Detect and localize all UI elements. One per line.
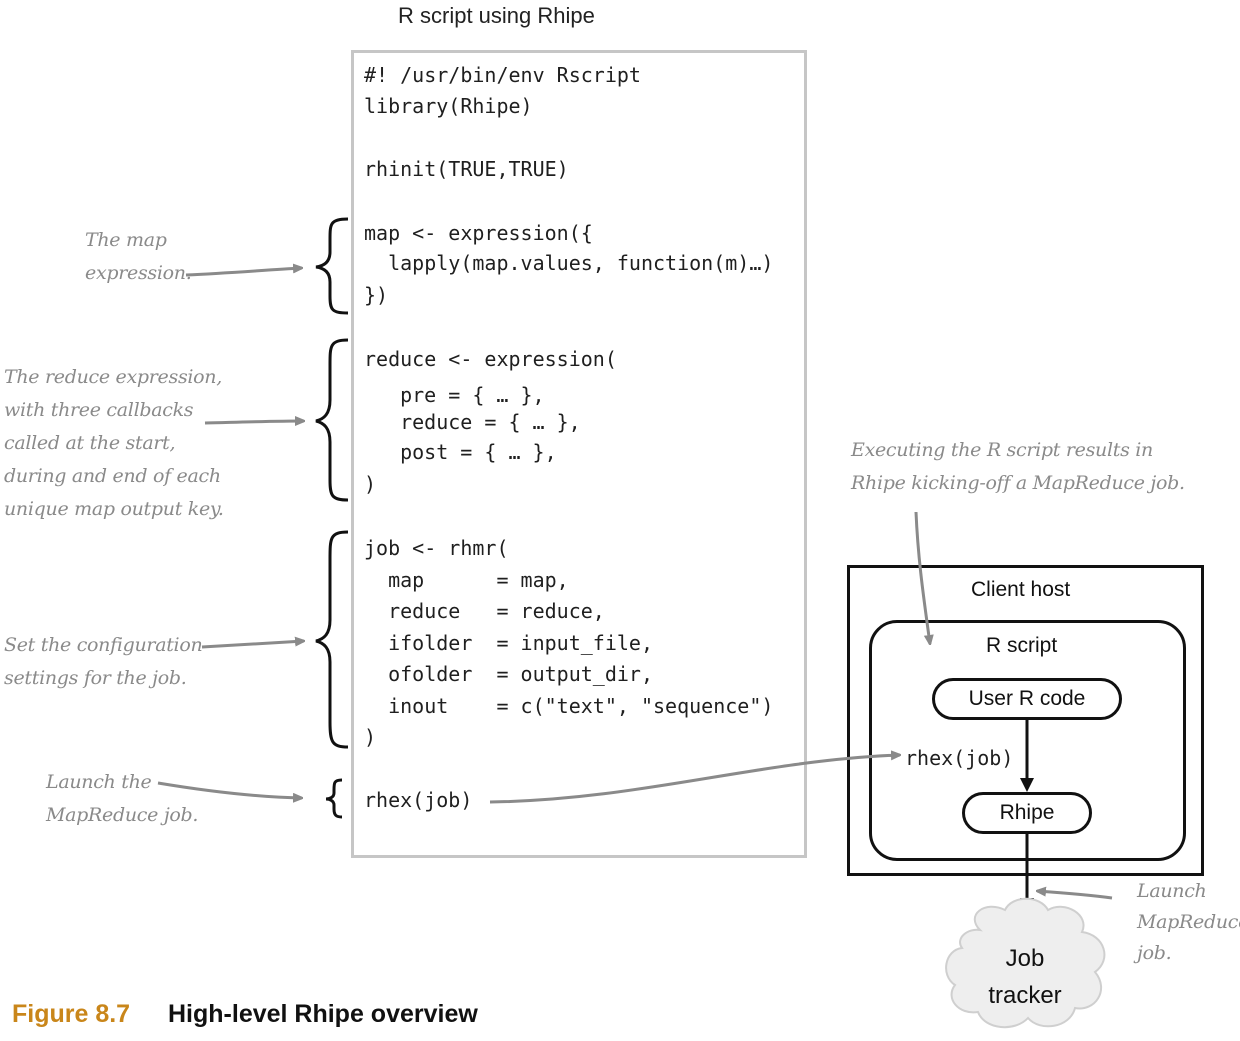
brace-job xyxy=(315,530,349,749)
job-tracker-label: Job tracker xyxy=(988,945,1062,1009)
arrow-map-annotation xyxy=(185,268,302,277)
code-line-job-end: ) xyxy=(364,725,377,749)
code-line-job-reduce: reduce = reduce, xyxy=(364,599,605,623)
brace-rhex xyxy=(325,778,343,819)
code-line-job-ofolder: ofolder = output_dir, xyxy=(364,662,653,686)
code-line-map: map <- expression({ xyxy=(364,221,593,245)
code-line-job-map: map = map, xyxy=(364,568,569,592)
arrow-launch-right xyxy=(1037,891,1113,900)
code-line-job-inout: inout = c("text", "sequence") xyxy=(364,694,774,718)
client-host-label: Client host xyxy=(971,578,1071,601)
code-line-job: job <- rhmr( xyxy=(364,536,509,560)
brace-reduce xyxy=(315,338,349,502)
brace-map xyxy=(315,217,349,315)
code-line-reduce-end: ) xyxy=(364,472,377,496)
arrow-launch-annotation xyxy=(157,781,302,798)
script-title: R script using Rhipe xyxy=(398,3,595,28)
code-line-lapply: lapply(map.values, function(m)…) xyxy=(364,251,774,275)
code-box xyxy=(351,50,807,858)
code-line-job-ifolder: ifolder = input_file, xyxy=(364,631,653,655)
code-line-pre: pre = { … }, xyxy=(376,383,545,407)
code-line-reduce: reduce <- expression( xyxy=(364,347,617,371)
annotation-executing: Executing the R script results in Rhipe … xyxy=(851,439,1185,494)
code-line-rhinit: rhinit(TRUE,TRUE) xyxy=(364,157,569,181)
annotation-config: Set the configuration settings for the j… xyxy=(4,634,203,689)
arrow-executing xyxy=(914,511,930,644)
rhex-call-label: rhex(job) xyxy=(905,746,1014,770)
code-line-reduce-cb: reduce = { … }, xyxy=(376,410,581,434)
annotation-reduce-expression: The reduce expression, with three callba… xyxy=(4,366,224,520)
arrow-reduce-annotation xyxy=(204,421,304,423)
job-tracker-cloud xyxy=(945,897,1106,1029)
annotation-launch: Launch the MapReduce job. xyxy=(46,771,199,826)
arrow-rhex-to-client xyxy=(489,755,900,804)
code-line-map-end: }) xyxy=(364,283,389,307)
code-line-rhex: rhex(job) xyxy=(364,788,473,812)
r-script-label: R script xyxy=(986,634,1058,657)
figure-caption: High-level Rhipe overview xyxy=(168,1000,478,1028)
arrow-config-annotation xyxy=(201,641,304,649)
annotation-launch-right: Launch MapReduce job. xyxy=(1137,880,1240,964)
code-line-library: library(Rhipe) xyxy=(364,94,533,118)
code-line-shebang: #! /usr/bin/env Rscript xyxy=(364,63,641,87)
user-r-code-node: User R code xyxy=(932,678,1122,720)
rhipe-node: Rhipe xyxy=(962,792,1092,834)
figure-number: Figure 8.7 xyxy=(12,1000,131,1028)
code-line-post: post = { … }, xyxy=(376,440,557,464)
annotation-map-expression: The map expression. xyxy=(85,229,192,284)
